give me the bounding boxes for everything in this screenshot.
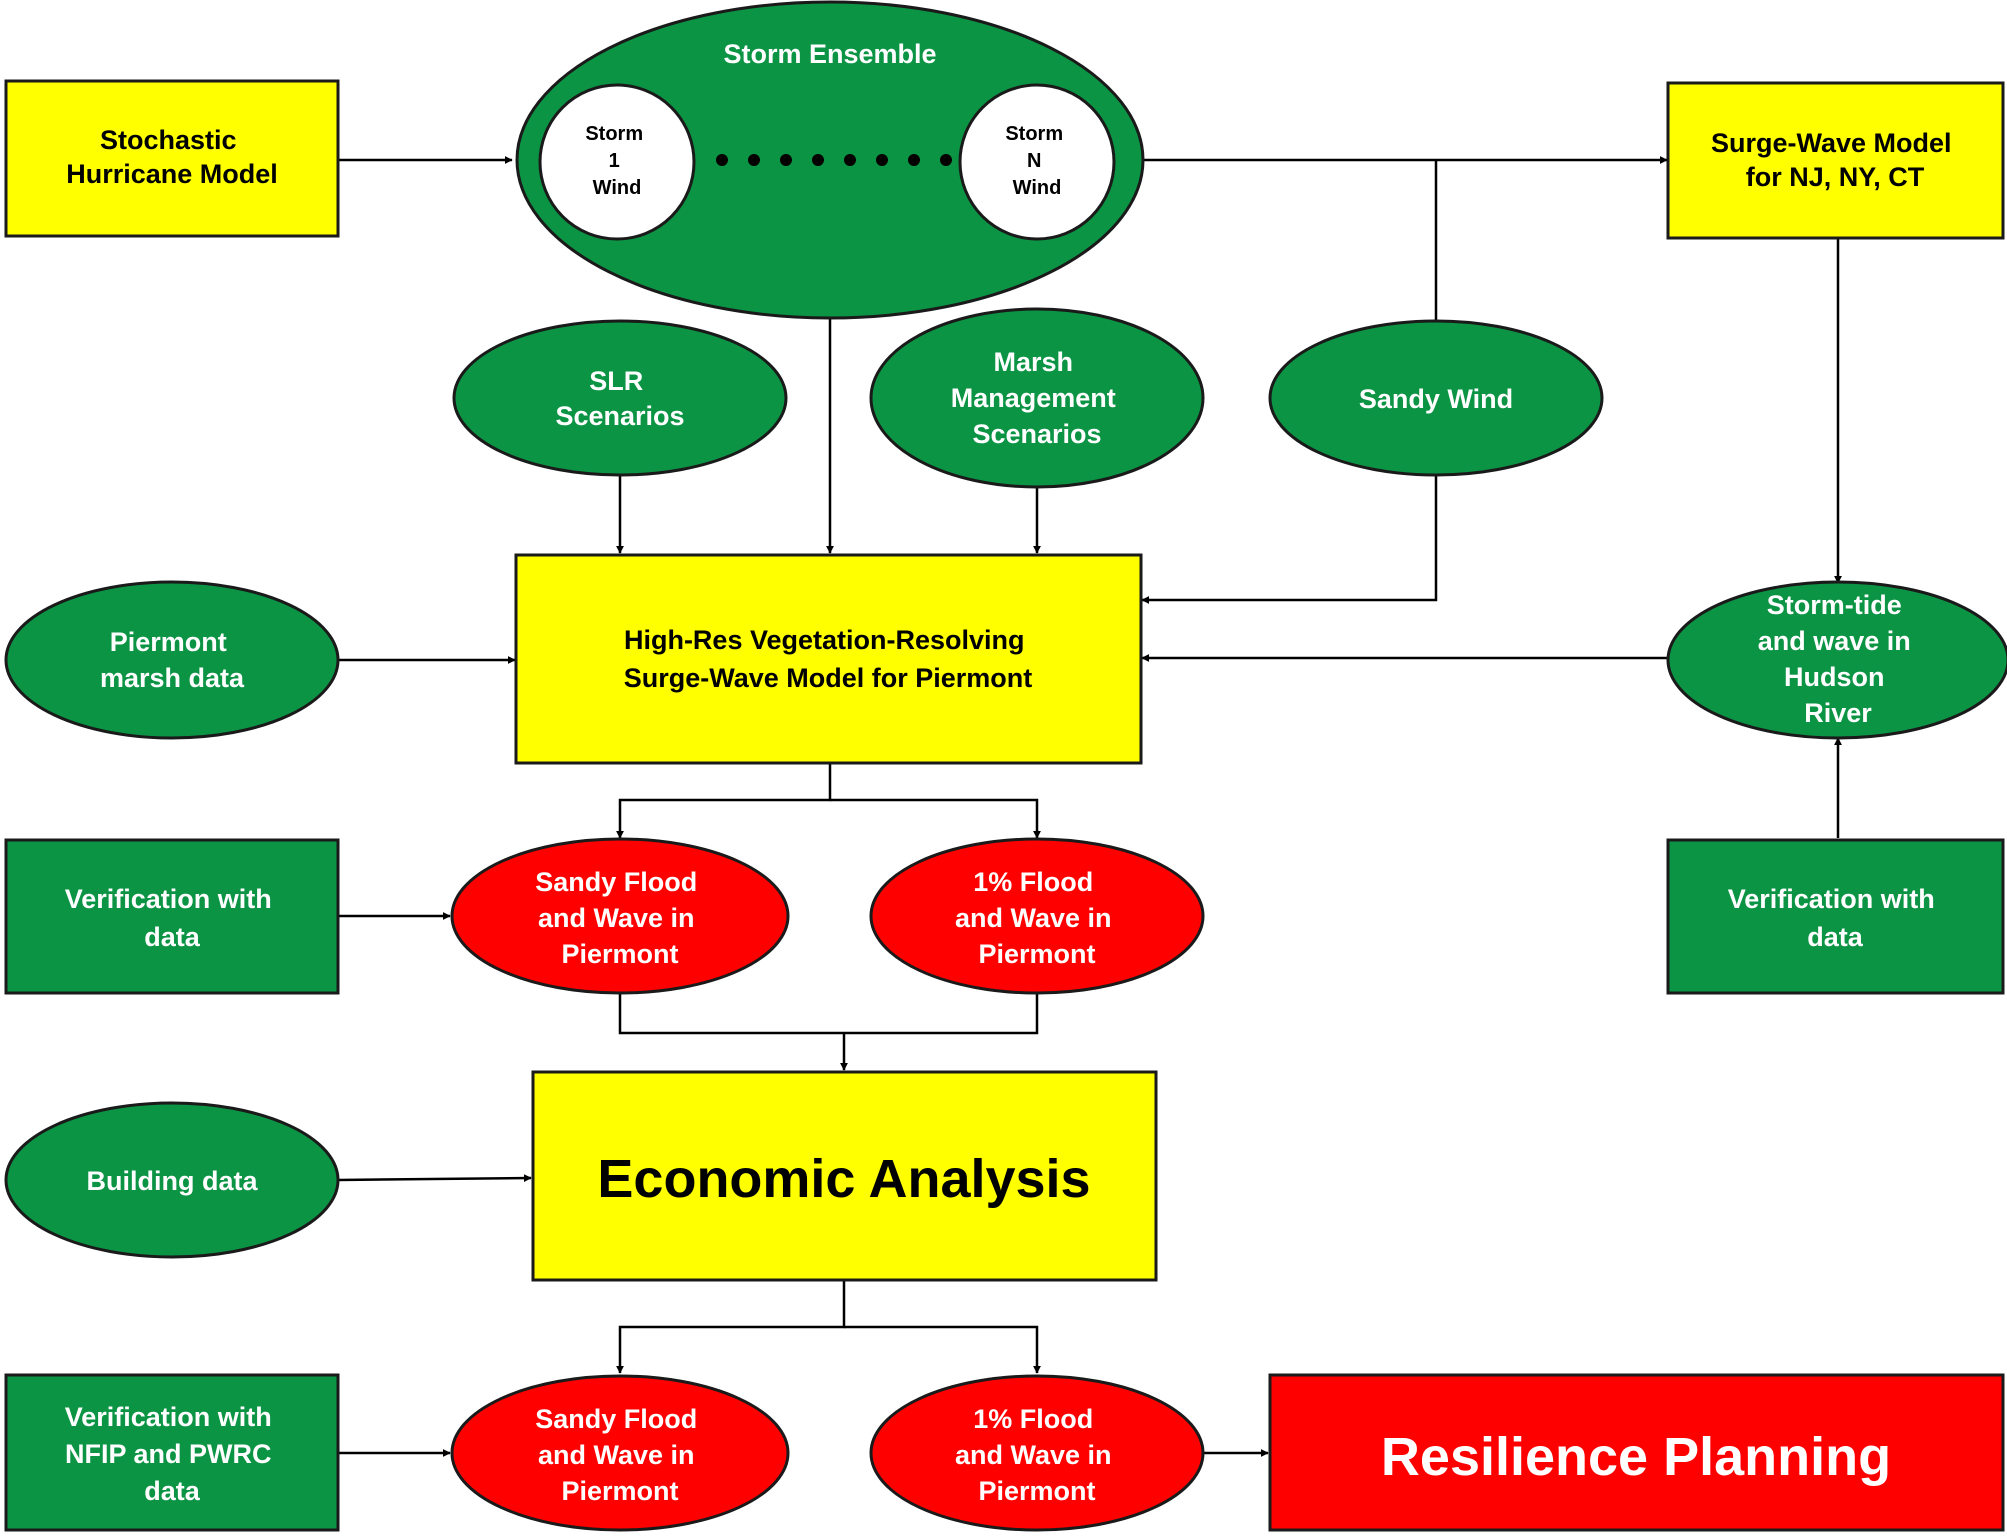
arrow-building-to-economic xyxy=(337,1174,532,1183)
storm-ensemble-label: Storm Ensemble xyxy=(723,39,936,69)
economic-analysis-label: Economic Analysis xyxy=(597,1149,1090,1209)
storm-tide-hudson-label: Storm-tide and wave in Hudson River xyxy=(1758,590,1919,728)
verification-nfip-label: Verification with NFIP and PWRC data xyxy=(65,1402,280,1506)
sandy-flood-1-ellipse: Sandy Flood and Wave in Piermont xyxy=(450,837,790,995)
resilience-planning-label: Resilience Planning xyxy=(1381,1427,1891,1487)
ellipsis-dots xyxy=(716,154,952,166)
slr-scenarios-label: SLR Scenarios xyxy=(555,366,684,431)
storm-1-wind-label: Storm 1 Wind xyxy=(585,123,648,199)
dot xyxy=(748,154,760,166)
one-pct-flood-1-label: 1% Flood and Wave in Piermont xyxy=(955,867,1119,969)
building-data-label: Building data xyxy=(87,1166,259,1196)
surge-wave-model-regional-box: Surge-Wave Model for NJ, NY, CT xyxy=(1666,81,2005,240)
verification-left-box: Verification with data xyxy=(4,838,340,995)
stochastic-hurricane-model-box: Stochastic Hurricane Model xyxy=(4,79,340,238)
sandy-wind-label: Sandy Wind xyxy=(1359,384,1513,414)
one-pct-flood-2-label: 1% Flood and Wave in Piermont xyxy=(955,1404,1119,1506)
dot xyxy=(780,154,792,166)
verification-left-label: Verification with data xyxy=(65,884,280,952)
arrow-highres-split-sandy xyxy=(616,763,832,839)
surge-wave-model-regional-label: Surge-Wave Model for NJ, NY, CT xyxy=(1711,128,1959,192)
verification-right-label: Verification with data xyxy=(1728,884,1943,952)
building-data-ellipse: Building data xyxy=(4,1101,340,1259)
verification-right-box: Verification with data xyxy=(1666,838,2005,995)
slr-scenarios-ellipse: SLR Scenarios xyxy=(452,319,788,477)
storm-n-wind-circle: Storm N Wind xyxy=(958,83,1116,241)
line-sandy-to-merge xyxy=(618,993,1039,1035)
arrow-highres-split-onepct xyxy=(830,798,1041,839)
storm-n-wind-label: Storm N Wind xyxy=(1005,123,1068,199)
economic-analysis-box: Economic Analysis xyxy=(531,1070,1158,1282)
connectors xyxy=(337,156,1842,1457)
marsh-management-scenarios-label: Marsh Management Scenarios xyxy=(951,347,1124,449)
high-res-model-box: High-Res Vegetation-Resolving Surge-Wave… xyxy=(514,553,1143,765)
piermont-marsh-data-label: Piermont marsh data xyxy=(100,627,245,693)
one-pct-flood-2-ellipse: 1% Flood and Wave in Piermont xyxy=(869,1374,1205,1532)
stochastic-hurricane-model-label: Stochastic Hurricane Model xyxy=(66,125,278,189)
resilience-planning-box: Resilience Planning xyxy=(1268,1373,2005,1532)
arrow-sandy-wind-to-highres xyxy=(1141,160,1438,604)
arrow-economic-split-sandy xyxy=(616,1280,846,1374)
piermont-marsh-data-ellipse: Piermont marsh data xyxy=(4,580,340,740)
dot xyxy=(812,154,824,166)
one-pct-flood-1-ellipse: 1% Flood and Wave in Piermont xyxy=(869,837,1205,995)
dot xyxy=(844,154,856,166)
dot xyxy=(940,154,952,166)
sandy-flood-2-label: Sandy Flood and Wave in Piermont xyxy=(535,1404,705,1506)
arrow-economic-split-onepct xyxy=(844,1325,1041,1374)
dot xyxy=(716,154,728,166)
high-res-model-label: High-Res Vegetation-Resolving Surge-Wave… xyxy=(624,625,1033,693)
dot xyxy=(876,154,888,166)
storm-1-wind-circle: Storm 1 Wind xyxy=(538,83,696,241)
storm-ensemble-ellipse: Storm Ensemble xyxy=(515,0,1145,320)
sandy-flood-2-ellipse: Sandy Flood and Wave in Piermont xyxy=(450,1374,790,1532)
verification-nfip-box: Verification with NFIP and PWRC data xyxy=(4,1373,340,1532)
sandy-wind-ellipse: Sandy Wind xyxy=(1268,319,1604,477)
sandy-flood-1-label: Sandy Flood and Wave in Piermont xyxy=(535,867,705,969)
marsh-management-scenarios-ellipse: Marsh Management Scenarios xyxy=(869,307,1205,489)
storm-tide-hudson-ellipse: Storm-tide and wave in Hudson River xyxy=(1666,580,2007,740)
dot xyxy=(908,154,920,166)
